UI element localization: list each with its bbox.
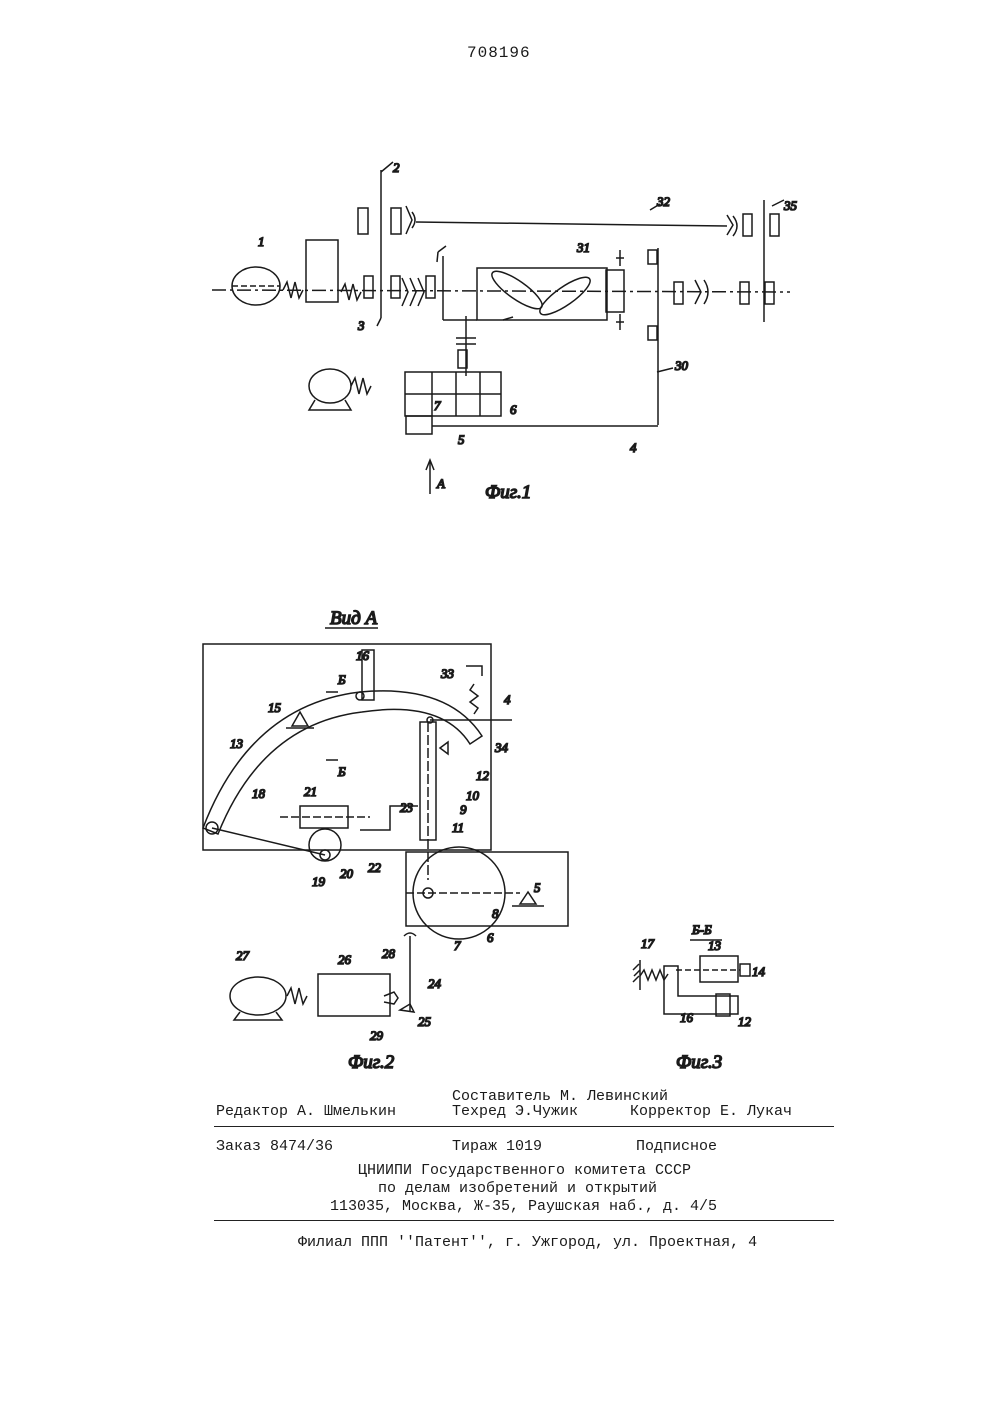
fig1-label-30: 30 — [674, 358, 689, 373]
fig2-label-28: 28 — [382, 946, 396, 961]
fig1-label-3: 3 — [357, 318, 365, 333]
fig2-label-23: 23 — [400, 800, 414, 815]
fig2-label-18: 18 — [252, 786, 266, 801]
fig1-label-35: 35 — [783, 198, 798, 213]
coupling-mid — [341, 284, 361, 300]
gearbox-26 — [318, 974, 390, 1016]
fig2-label-19: 19 — [312, 874, 326, 889]
fig3-label-16: 16 — [680, 1010, 694, 1025]
fig2-label-27: 27 — [236, 948, 250, 963]
figure-3-section — [633, 956, 750, 1016]
motor-1 — [232, 267, 280, 305]
fig2-label-29: 29 — [370, 1028, 384, 1043]
fig3-caption: Фиг.3 — [676, 1052, 722, 1073]
fig2-label-16: 16 — [356, 648, 370, 663]
disc-8 — [413, 847, 505, 939]
fig2-label-22: 22 — [368, 860, 382, 875]
fig2-label-4: 4 — [504, 692, 511, 707]
figure-1-scheme — [212, 162, 790, 494]
gearbox-box — [306, 240, 338, 302]
imprint-org-address: 113035, Москва, Ж-35, Раушская наб., д. … — [330, 1198, 717, 1215]
imprint-corrector: Корректор Е. Лукач — [630, 1103, 792, 1120]
fig2-label-34: 34 — [494, 740, 509, 755]
fig3-label-17: 17 — [641, 936, 655, 951]
gear-pair-top-left — [358, 206, 415, 234]
fig2-label-8: 8 — [492, 906, 499, 921]
fig2-label-6: 6 — [487, 930, 494, 945]
wheel-20 — [309, 829, 341, 861]
fig3-section-title: Б-Б — [691, 922, 712, 937]
fig1-label-1: 1 — [258, 234, 265, 249]
fig2-view-title: Вид А — [330, 608, 377, 629]
fig2-caption: Фиг.2 — [348, 1052, 395, 1073]
imprint-subscription: Подписное — [636, 1138, 717, 1155]
fig2-label-b-bottom: Б — [337, 764, 346, 779]
fig2-label-11: 11 — [452, 820, 464, 835]
shaft-32 — [416, 222, 727, 226]
fig2-label-7: 7 — [454, 938, 461, 953]
fig1-label-31: 31 — [576, 240, 590, 255]
rod-18 — [212, 828, 325, 855]
imprint-techred: Техред Э.Чужик — [452, 1103, 578, 1120]
imprint-order: Заказ 8474/36 — [216, 1138, 333, 1155]
fig2-label-25: 25 — [418, 1014, 432, 1029]
fig2-label-9: 9 — [460, 802, 467, 817]
unit-31 — [477, 268, 607, 320]
fig2-label-33: 33 — [440, 666, 455, 681]
fig2-label-20: 20 — [340, 866, 354, 881]
motor-lower — [309, 369, 351, 403]
imprint-org-line2: по делам изобретений и открытий — [378, 1180, 657, 1197]
fig1-label-5: 5 — [458, 432, 465, 447]
fig1-caption: Фиг.1 — [485, 482, 531, 503]
fig2-label-b-top: Б — [337, 672, 346, 687]
main-shaft — [212, 290, 790, 292]
fig2-label-21: 21 — [304, 784, 317, 799]
fig1-label-7: 7 — [434, 398, 441, 413]
part-16-section — [664, 966, 738, 1014]
imprint-rule-top — [214, 1126, 834, 1127]
imprint-rule-bottom — [214, 1220, 834, 1221]
fig3-label-13: 13 — [708, 938, 722, 953]
arm-13 — [203, 691, 482, 834]
part-13-section — [700, 956, 738, 982]
fig1-label-4: 4 — [630, 440, 637, 455]
fig3-label-12: 12 — [738, 1014, 752, 1029]
fig1-view-marker: A — [436, 476, 445, 491]
fig2-label-26: 26 — [338, 952, 352, 967]
imprint-editor: Редактор А. Шмелькин — [216, 1103, 396, 1120]
fig2-label-10: 10 — [466, 788, 480, 803]
fig2-label-24: 24 — [428, 976, 442, 991]
fig2-label-5: 5 — [534, 880, 541, 895]
imprint-org-line1: ЦНИИПИ Государственного комитета СССР — [358, 1162, 691, 1179]
imprint-branch: Филиал ППП ''Патент'', г. Ужгород, ул. П… — [298, 1234, 757, 1251]
fig1-label-32: 32 — [656, 194, 671, 209]
fig1-label-6: 6 — [510, 402, 517, 417]
fig3-label-14: 14 — [752, 964, 766, 979]
fig1-label-2: 2 — [393, 160, 400, 175]
imprint-circulation: Тираж 1019 — [452, 1138, 542, 1155]
fig2-label-12: 12 — [476, 768, 490, 783]
fig2-label-13: 13 — [230, 736, 244, 751]
motor-27 — [230, 977, 286, 1015]
fig2-label-15: 15 — [268, 700, 282, 715]
figure-2-mechanism — [203, 644, 568, 1020]
